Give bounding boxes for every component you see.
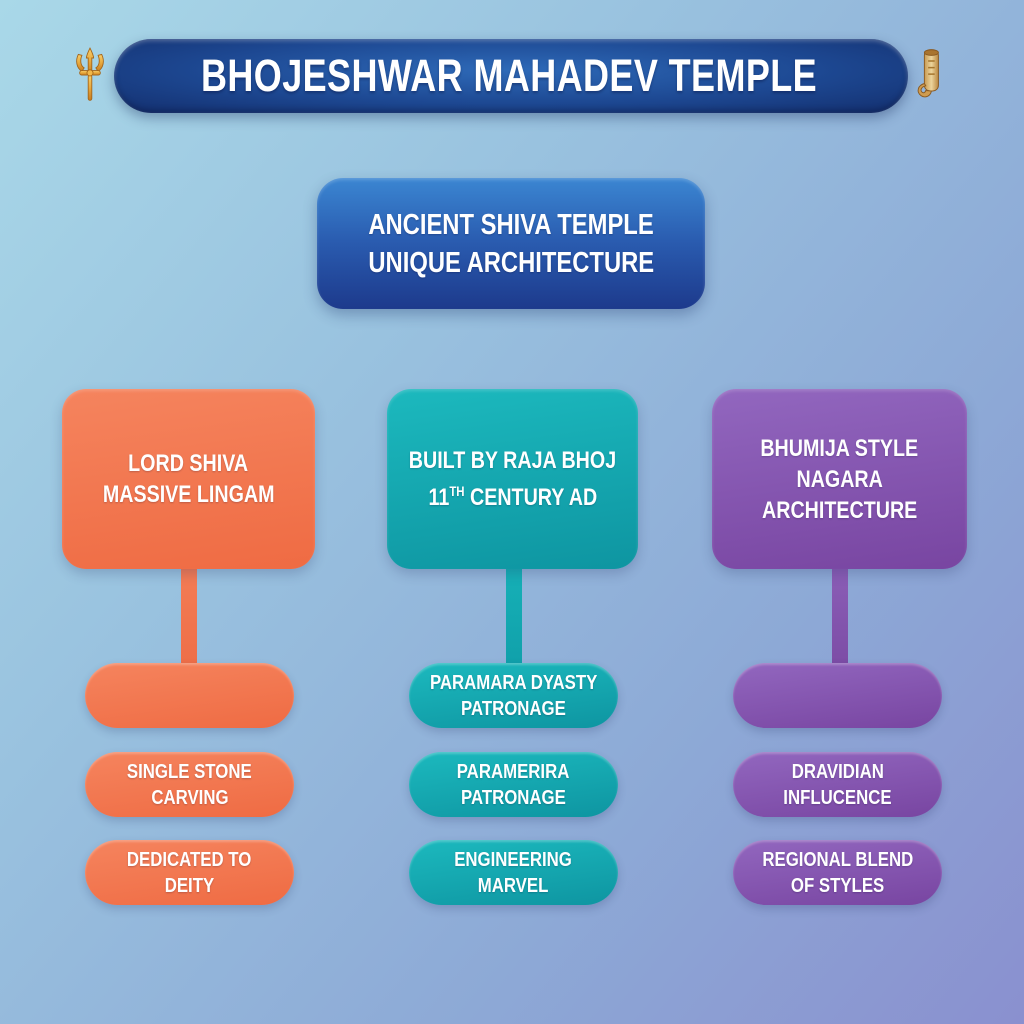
pill-single-stone-carving-line-1: SINGLE STONE [127, 760, 252, 783]
connector-raja-bhoj [506, 558, 522, 668]
pill-engineering-marvel-line-1: ENGINEERING [454, 848, 573, 871]
pill-single-stone-carving: SINGLE STONE CARVING [85, 752, 294, 817]
node-raja-bhoj-line-2: 11TH CENTURY AD [428, 476, 597, 513]
pill-dedicated-to-deity-line-1: DEDICATED TO [127, 848, 252, 871]
pill-dedicated-to-deity-line-2: DEITY [164, 874, 215, 897]
connector-bhumija-style [832, 558, 848, 668]
connector-lord-shiva [181, 558, 197, 668]
root-node: ANCIENT SHIVA TEMPLE UNIQUE ARCHITECTURE [317, 178, 705, 309]
pill-paramara-dyasty-line-1: PARAMARA DYASTY [429, 671, 598, 694]
pill-paramerira-line-1: PARAMERIRA [457, 760, 570, 783]
century-number: 11 [428, 484, 449, 511]
page-title: BHOJESHWAR MAHADEV TEMPLE [200, 50, 818, 101]
pill-shiva-empty [85, 663, 294, 728]
pill-paramerira-patronage: PARAMERIRA PATRONAGE [409, 752, 618, 817]
pill-paramerira-line-2: PATRONAGE [461, 786, 566, 809]
root-line-1: ANCIENT SHIVA TEMPLE [368, 208, 654, 241]
node-bhumija-line-1: BHUMIJA STYLE [760, 434, 919, 462]
pill-engineering-marvel: ENGINEERING MARVEL [409, 840, 618, 905]
pill-paramara-dyasty-patronage: PARAMARA DYASTY PATRONAGE [409, 663, 618, 728]
pill-bhumija-empty [733, 663, 942, 728]
pill-dedicated-to-deity: DEDICATED TO DEITY [85, 840, 294, 905]
node-lord-shiva-line-2: MASSIVE LINGAM [102, 481, 275, 508]
root-line-2: UNIQUE ARCHITECTURE [368, 246, 654, 279]
pill-dravidian-line-1: DRAVIDIAN [791, 760, 884, 783]
node-lord-shiva-line-1: LORD SHIVA [128, 450, 249, 477]
century-suffix: CENTURY AD [464, 484, 597, 511]
trident-icon [72, 47, 108, 105]
node-lord-shiva: LORD SHIVA MASSIVE LINGAM [62, 389, 315, 569]
node-bhumija-line-3: ARCHITECTURE [761, 496, 918, 524]
node-bhumija-line-2: NAGARA [796, 465, 883, 493]
pill-dravidian-line-2: INFLUCENCE [783, 786, 892, 809]
title-banner: BHOJESHWAR MAHADEV TEMPLE [76, 39, 939, 113]
pill-paramara-dyasty-line-2: PATRONAGE [461, 697, 566, 720]
pill-regional-blend-line-1: REGIONAL BLEND [762, 848, 913, 871]
node-raja-bhoj: BUILT BY RAJA BHOJ 11TH CENTURY AD [387, 389, 638, 569]
node-bhumija-style: BHUMIJA STYLE NAGARA ARCHITECTURE [712, 389, 967, 569]
pill-regional-blend-of-styles: REGIONAL BLEND OF STYLES [733, 840, 942, 905]
pill-regional-blend-line-2: OF STYLES [790, 874, 885, 897]
pill-dravidian-influcence: DRAVIDIAN INFLUCENCE [733, 752, 942, 817]
node-raja-bhoj-line-1: BUILT BY RAJA BHOJ [408, 447, 617, 474]
century-ordinal-sup: TH [448, 483, 465, 499]
pill-engineering-marvel-line-2: MARVEL [478, 874, 549, 897]
scroll-icon [910, 46, 950, 106]
pill-single-stone-carving-line-2: CARVING [150, 786, 229, 809]
